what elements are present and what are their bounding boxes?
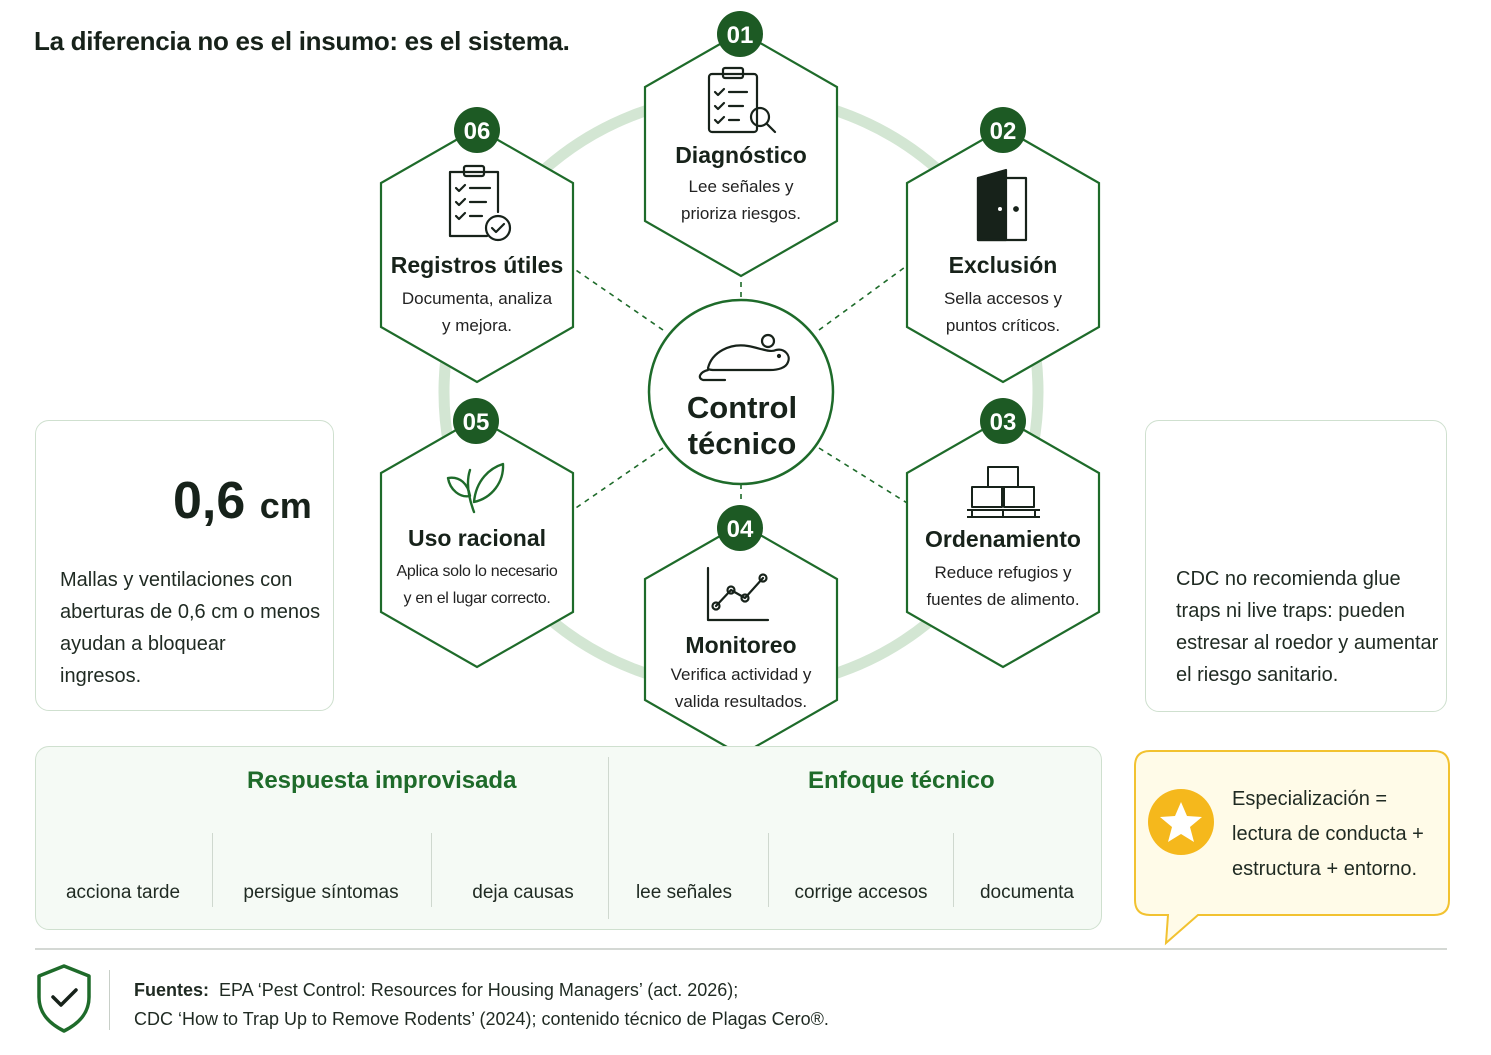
page-title: La diferencia no es el insumo: es el sis…: [34, 26, 570, 56]
step-05-title: Uso racional: [407, 525, 547, 551]
source-line-1: EPA ‘Pest Control: Resources for Housing…: [219, 980, 739, 1000]
hex-06-shape: [379, 126, 575, 384]
bad-item-label: acciona tarde: [65, 882, 181, 903]
step-04-desc: Verifica actividad y valida resultados.: [670, 665, 812, 711]
source-line-2: CDC ‘How to Trap Up to Remove Rodents’ (…: [134, 1009, 829, 1029]
good-approach-title: Enfoque técnico: [808, 767, 995, 794]
badge-05: 05: [453, 398, 499, 444]
connector-06: [569, 265, 664, 331]
step-02-title: Exclusión: [948, 252, 1058, 278]
mesh-info-card: 0,6 cm Mallas y ventilaciones con abertu…: [35, 420, 334, 711]
step-03-desc: Reduce refugios y fuentes de alimento.: [926, 563, 1080, 609]
badge-01-number: 01: [727, 22, 754, 49]
badge-03: 03: [980, 398, 1026, 444]
badge-06: 06: [454, 107, 500, 153]
connector-03: [818, 447, 913, 507]
star-icon: [1148, 789, 1214, 855]
step-02: Exclusión Sella accesos y puntos crítico…: [903, 252, 1103, 339]
rat-icon: [698, 333, 790, 382]
step-02-desc: Sella accesos y puntos críticos.: [943, 289, 1063, 335]
sources: Fuentes: EPA ‘Pest Control: Resources fo…: [134, 976, 829, 1034]
step-05: Uso racional Aplica solo lo necesario y …: [377, 525, 577, 612]
good-item-label: documenta: [979, 882, 1074, 903]
comparison-panel: [35, 746, 1102, 930]
hex-03-shape: [905, 416, 1101, 669]
center-title: Control técnico: [686, 390, 798, 461]
item-divider: [431, 833, 432, 907]
badge-05-number: 05: [463, 409, 490, 436]
item-divider: [768, 833, 769, 907]
mesh-metric: 0,6 cm: [173, 472, 312, 530]
boxes-icon: [967, 466, 1040, 518]
callout-bubble: [1134, 750, 1450, 946]
badge-03-number: 03: [990, 409, 1017, 436]
leaf-icon: [446, 462, 505, 514]
badge-02-number: 02: [990, 118, 1017, 145]
step-05-desc: Aplica solo lo necesario y en el lugar c…: [396, 563, 558, 607]
connector-02: [818, 261, 913, 331]
mesh-text: Mallas y ventilaciones con aberturas de …: [60, 569, 321, 687]
bad-approach-title: Respuesta improvisada: [247, 767, 517, 794]
step-01-desc: Lee señales y prioriza riesgos.: [681, 177, 801, 223]
step-04: Monitoreo Verifica actividad y valida re…: [641, 632, 841, 715]
hex-05-shape: [379, 416, 575, 669]
connector-05: [569, 447, 664, 513]
chart-line-icon: [706, 566, 770, 622]
badge-06-number: 06: [464, 118, 491, 145]
footer-divider: [35, 948, 1447, 950]
center-circle: [647, 298, 835, 486]
badge-02: 02: [980, 107, 1026, 153]
step-03-title: Ordenamiento: [925, 526, 1081, 552]
good-item-label: lee señales: [635, 882, 733, 903]
step-06: Registros útiles Documenta, analiza y me…: [377, 252, 577, 339]
badge-04-number: 04: [727, 516, 754, 543]
item-divider: [212, 833, 213, 907]
hex-02-shape: [905, 126, 1101, 384]
panel-divider: [608, 757, 609, 919]
cdc-info-card: CDC no recomienda glue traps ni live tra…: [1145, 420, 1447, 712]
bad-item-label: deja causas: [472, 882, 574, 903]
door-icon: [976, 168, 1028, 242]
step-01: Diagnóstico Lee señales y prioriza riesg…: [641, 142, 841, 227]
step-01-title: Diagnóstico: [675, 142, 807, 168]
step-06-desc: Documenta, analiza y mejora.: [401, 289, 553, 335]
item-divider: [953, 833, 954, 907]
cdc-text: CDC no recomienda glue traps ni live tra…: [1176, 568, 1439, 686]
step-03: Ordenamiento Reduce refugios y fuentes d…: [903, 526, 1103, 613]
sources-label: Fuentes:: [134, 980, 210, 1000]
hex-01-shape: [643, 30, 839, 278]
badge-01: 01: [717, 11, 763, 57]
checklist-icon: [448, 164, 512, 242]
step-04-title: Monitoreo: [685, 632, 797, 658]
shield-check-icon: [37, 964, 91, 1033]
good-item-label: corrige accesos: [794, 882, 928, 903]
specialization-callout: Especialización = lectura de conducta + …: [1232, 788, 1424, 880]
badge-04: 04: [717, 505, 763, 551]
bad-item-label: persigue síntomas: [243, 882, 399, 903]
clipboard-search-icon: [707, 66, 777, 134]
step-06-title: Registros útiles: [390, 252, 564, 278]
sources-divider: [109, 970, 110, 1030]
connectors: [569, 261, 913, 513]
